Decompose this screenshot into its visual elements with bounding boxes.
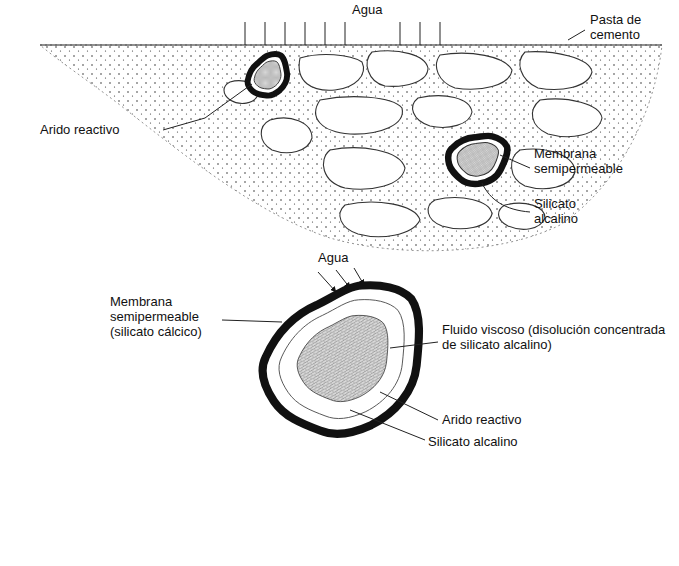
label: Agua <box>352 2 382 17</box>
water-arrows <box>318 268 364 292</box>
concrete-body <box>40 45 662 251</box>
reactive-aggregate-detail <box>250 261 435 451</box>
water-lines <box>245 22 440 45</box>
label: Agua <box>318 250 348 265</box>
label: Membrana semipermeable <box>534 146 654 176</box>
label: Pasta de cemento <box>590 12 670 42</box>
label: Membrana semipermeable (silicato cálcico… <box>110 294 220 339</box>
label: Fluido viscoso (disolución concentrada d… <box>442 322 672 352</box>
label: Silicato alcalino <box>534 196 614 226</box>
label: Arido reactivo <box>442 412 521 427</box>
leader-lines <box>163 30 585 212</box>
reactive-aggregate-small <box>248 54 288 95</box>
label: Arido reactivo <box>40 122 119 137</box>
leader-lines-detail <box>222 320 438 440</box>
reactive-aggregate-large <box>440 120 515 196</box>
label: Silicato alcalino <box>428 434 518 449</box>
surface-line <box>40 44 662 45</box>
